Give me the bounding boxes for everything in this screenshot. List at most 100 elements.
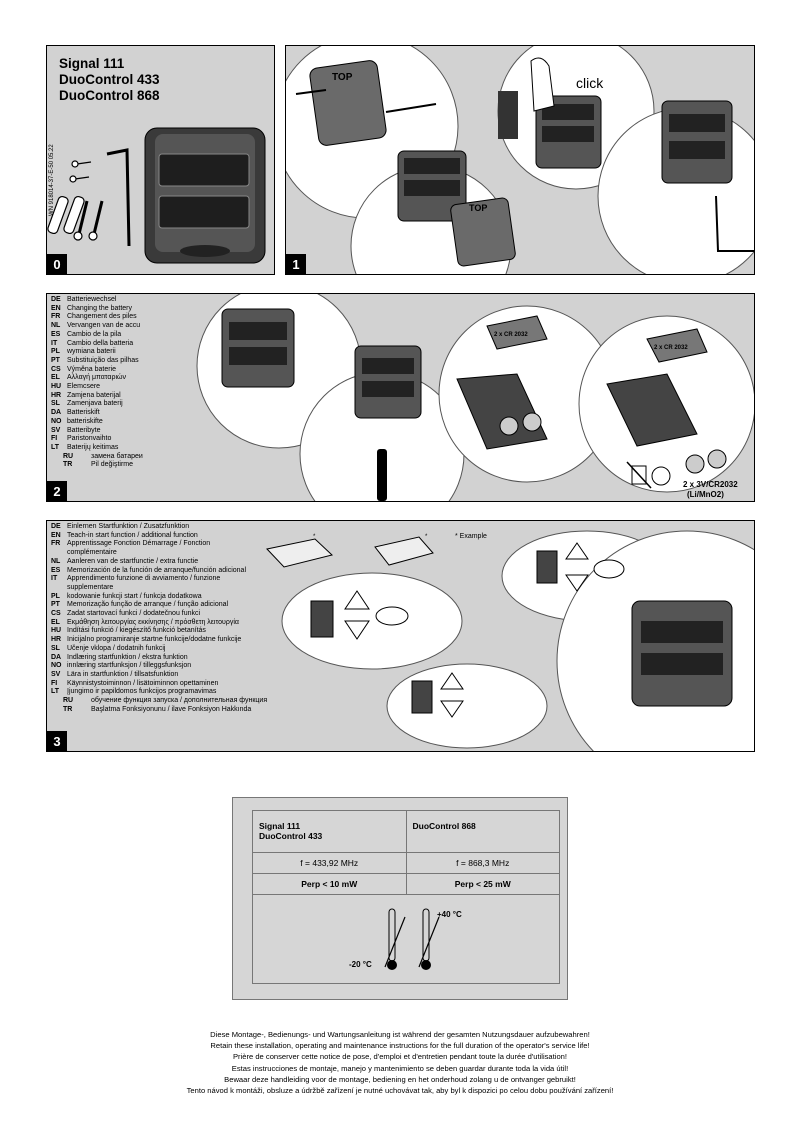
language-text: batteriskifte [67,417,103,425]
language-row: SV Batteribyte [51,427,143,436]
language-code: DE [51,296,61,303]
language-code: NO [51,662,62,670]
language-code: CS [51,610,61,618]
power-cell: Perp < 25 mW [405,873,560,895]
language-code: ES [51,330,61,338]
language-text: Substituição das pilhas [67,356,139,364]
digit-display-icon [310,600,334,638]
model-name: Signal 111 [59,56,125,71]
remote-and-screws-illustration [47,127,266,264]
language-row: RU обучение функция запуска / дополнитель… [51,697,267,706]
language-code: FR [51,313,61,321]
step-number: 2 [47,481,67,501]
specification-box: Signal 111 DuoControl 433 DuoControl 868… [232,797,568,1000]
language-code: PL [51,348,60,356]
retention-line: Tento návod k montáži, obsluze a údržbě … [186,1086,614,1096]
language-text: complémentaire [67,549,117,557]
language-text: Vervangen van de accu [67,322,141,330]
language-text: Αλλαγή μπαταριών [67,374,126,382]
language-text: Εκμάθηση λειτουργίας εκκίνησης / πρόσθετ… [67,618,239,626]
language-code: PT [51,601,60,609]
example-note: * Example [455,533,487,540]
language-text: замена батареи [91,452,143,460]
language-text: Zamjena baterijal [67,391,121,399]
click-label: click [576,75,604,91]
language-text: Batteribyte [67,426,101,434]
battery-label: 2 x CR 2032 [654,345,688,351]
language-text: Aanleren van de startfunctie / extra fun… [67,557,199,565]
teach-in-illustration: * * * Example [266,530,754,751]
frequency-cell: f = 868,3 MHz [405,852,560,874]
language-text: Başlatma Fonksiyonunu / ilave Fonksiyon … [91,705,252,713]
language-code: EN [51,531,61,539]
model-name: DuoControl 433 [59,72,160,87]
model-name: DuoControl 868 [59,88,160,103]
step-number: 3 [47,731,67,751]
language-code: NL [51,557,61,565]
language-code: PL [51,592,60,600]
language-text: Zadat startovací funkci / dodatečnou fun… [67,610,201,618]
language-row: NO innlæring startfunksjon / tilleggsfunk… [51,662,267,671]
language-code: ES [51,566,61,574]
language-code: NL [51,322,61,330]
language-code: DE [51,523,61,530]
language-code: TR [63,705,73,713]
language-row: EN Teach-in start function / additional f… [51,532,267,541]
language-text: Baterijų keitimas [67,443,119,451]
battery-change-illustration: 2 x CR 2032 2 x CR 2032 2 x 3V/CR2032 (L… [196,294,754,501]
language-text: Apprentissage Fonction Démarrage / Fonct… [67,540,211,548]
language-text: обучение функция запуска / дополнительна… [91,697,268,705]
language-text: Výměna baterie [67,365,117,373]
language-code: SL [51,644,60,652]
language-code: SV [51,426,61,434]
language-text: Indlæring startfunktion / ekstra funktio… [67,653,188,661]
language-row: NL Aanleren van de startfunctie / extra f… [51,558,267,567]
language-code: RU [63,697,74,705]
language-code: DA [51,653,62,661]
language-row: DA Indlæring startfunktion / ekstra funkt… [51,654,267,663]
language-text: wymiana baterii [67,348,116,356]
retention-notice: Diese Montage-, Bedienungs- und Wartungs… [0,1029,800,1096]
language-code: PT [51,356,60,364]
language-text: Apprendimento funzione di avviamento / f… [67,575,221,583]
model-name: Signal 111 [259,821,301,831]
language-row: NL Vervangen van de accu [51,322,143,331]
language-code: SL [51,400,60,408]
language-code: RU [63,452,74,460]
language-code: TR [63,461,73,469]
language-text: innlæring startfunksjon / tilleggsfunksj… [67,662,192,670]
battery-label: 2 x CR 2032 [494,332,528,338]
frequency-cell: f = 433,92 MHz [252,852,407,874]
language-row: TR Başlatma Fonksiyonunu / ilave Fonksiyo… [51,706,267,715]
language-text: Changement des piles [67,313,137,321]
language-row: FR Changement des piles [51,313,143,322]
retention-line: Bewaar deze handleiding voor de montage,… [224,1074,576,1084]
specification-table: Signal 111 DuoControl 433 DuoControl 868… [252,810,560,984]
language-text: Teach-in start function / additional fun… [67,531,198,539]
language-row: complémentaire [51,549,267,558]
retention-line: Retain these installation, operating and… [210,1041,590,1051]
